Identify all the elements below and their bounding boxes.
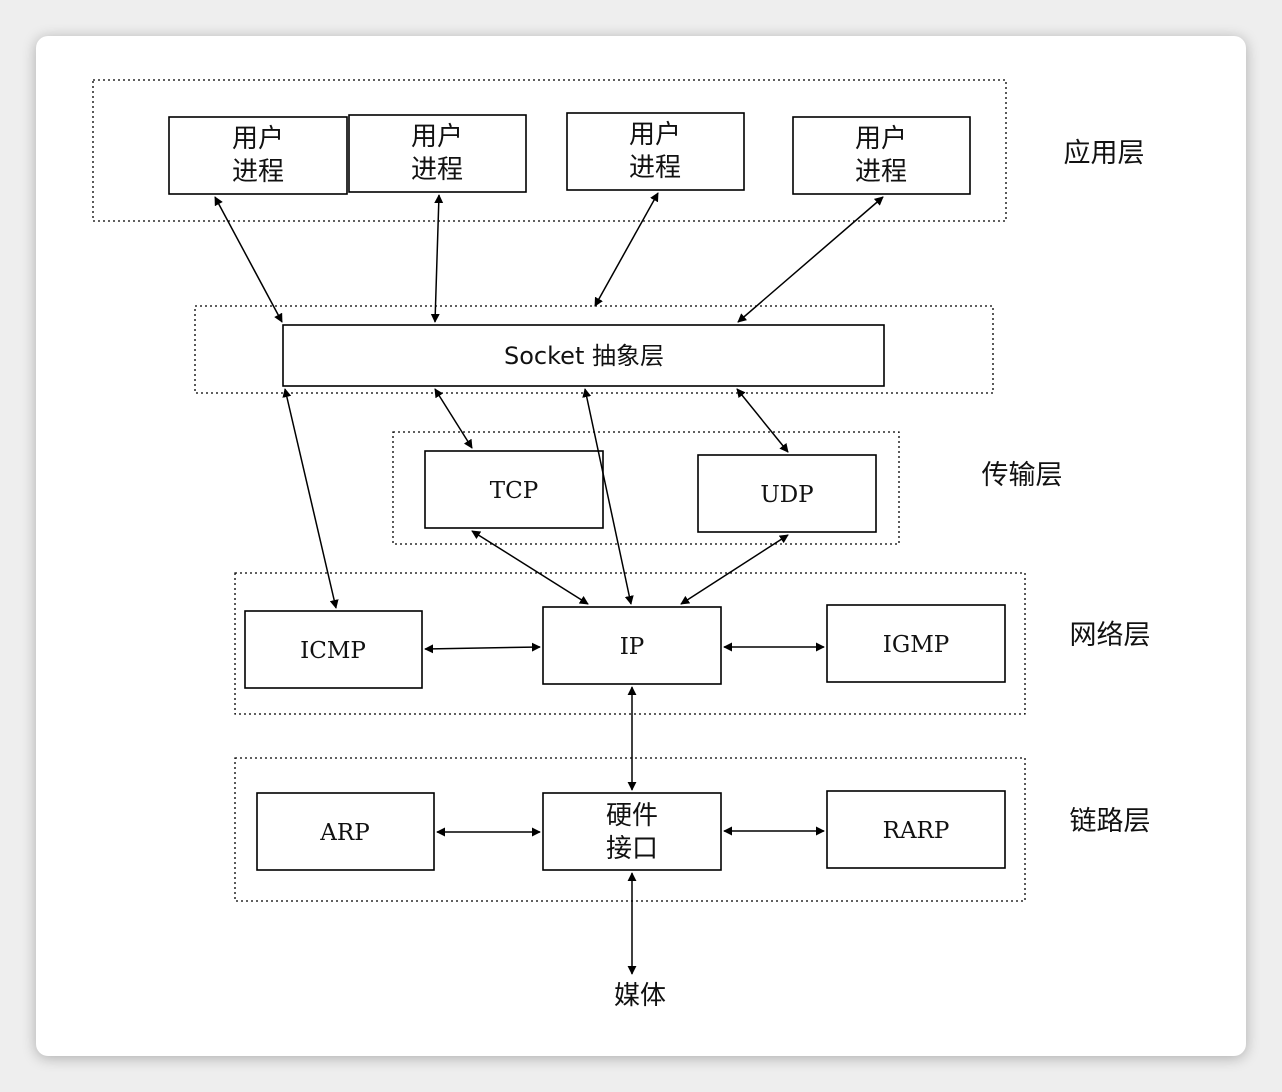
igmp-box: IGMP <box>826 604 1006 683</box>
socket-layer-label: Socket 抽象层 <box>504 342 664 370</box>
transport-layer-label: 传输层 <box>982 460 1063 491</box>
transport-layer-group <box>392 431 900 545</box>
igmp-label: IGMP <box>883 632 949 658</box>
user-process-label: 进程 <box>629 153 681 183</box>
arrow-process4-socket <box>737 196 884 323</box>
application-layer-label: 应用层 <box>1064 138 1145 169</box>
ip-label: IP <box>620 634 645 660</box>
arrow-udp-ip <box>680 534 789 605</box>
arrow-process1-socket <box>214 196 283 323</box>
socket-layer-box: Socket 抽象层 <box>282 324 885 387</box>
media-label: 媒体 <box>614 981 666 1011</box>
user-process-box-3: 用户 进程 <box>566 112 745 191</box>
link-layer-label: 链路层 <box>1070 806 1151 837</box>
user-process-label: 用户 <box>629 120 681 150</box>
user-process-label: 用户 <box>232 124 284 154</box>
hardware-interface-box: 硬件 接口 <box>542 792 722 871</box>
arrow-process3-socket <box>594 192 659 307</box>
user-process-box-2: 用户 进程 <box>348 114 527 193</box>
udp-label: UDP <box>760 482 813 508</box>
hardware-interface-label: 硬件 <box>606 801 658 831</box>
arrow-socket-udp <box>736 388 789 453</box>
tcp-box: TCP <box>424 450 604 529</box>
user-process-label: 进程 <box>232 157 284 187</box>
user-process-label: 进程 <box>855 157 907 187</box>
network-layer-label: 网络层 <box>1070 620 1151 651</box>
arrow-socket-ip <box>582 388 634 605</box>
socket-layer-group <box>194 305 994 394</box>
ip-box: IP <box>542 606 722 685</box>
user-process-box-4: 用户 进程 <box>792 116 971 195</box>
icmp-box: ICMP <box>244 610 423 689</box>
user-process-label: 用户 <box>855 124 907 154</box>
arrow-socket-tcp <box>434 388 473 449</box>
user-process-label: 进程 <box>411 155 463 185</box>
application-layer-group <box>92 79 1007 222</box>
user-process-box-1: 用户 进程 <box>168 116 348 195</box>
icmp-label: ICMP <box>300 638 366 664</box>
udp-box: UDP <box>697 454 877 533</box>
arrow-socket-icmp <box>282 388 339 609</box>
user-process-label: 用户 <box>411 122 463 152</box>
arp-box: ARP <box>256 792 435 871</box>
tcp-label: TCP <box>490 478 538 504</box>
rarp-label: RARP <box>883 818 950 844</box>
arp-label: ARP <box>319 820 369 846</box>
arrow-process2-socket <box>430 194 444 323</box>
rarp-box: RARP <box>826 790 1006 869</box>
hardware-interface-label: 接口 <box>606 834 658 864</box>
arrow-icmp-ip <box>424 642 541 654</box>
arrow-tcp-ip <box>471 530 589 605</box>
